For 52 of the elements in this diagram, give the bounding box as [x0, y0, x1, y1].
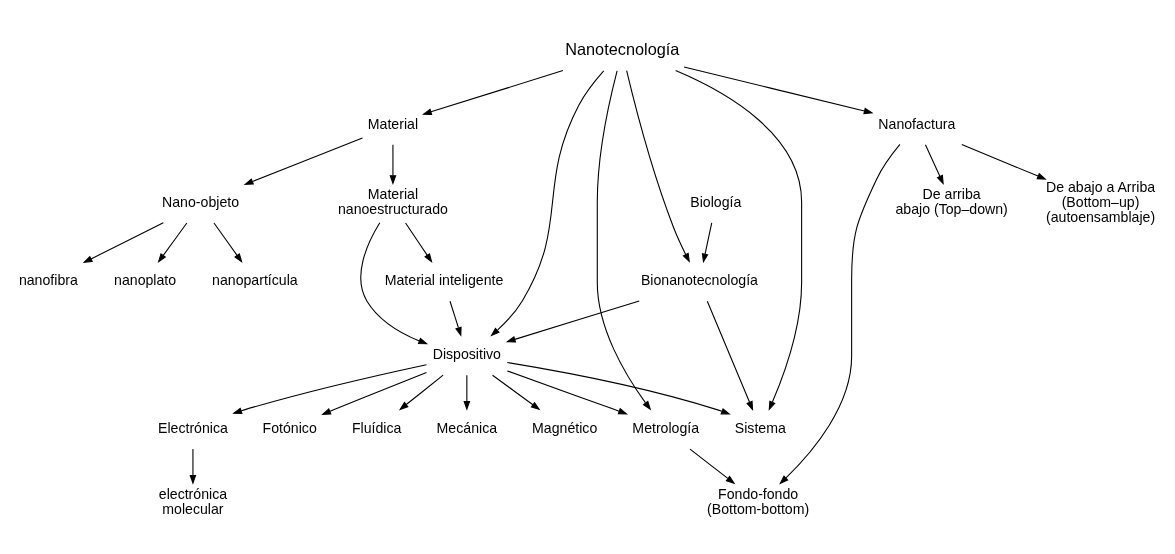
- node-text: Fluídica: [351, 419, 402, 436]
- node-text: Biología: [690, 193, 742, 210]
- arrow: [506, 361, 731, 415]
- node-text: nanopartícula: [212, 272, 298, 289]
- node-text: nanofibra: [18, 272, 78, 289]
- arrow: [398, 374, 444, 411]
- node-text: De abajo a Arriba (Bottom–up) (autoensamblaje): [1045, 178, 1156, 225]
- node-text: Material: [367, 115, 419, 132]
- arrow: [157, 222, 188, 263]
- arrow: [243, 137, 363, 185]
- node-text: Bionanotecnología: [640, 272, 758, 289]
- arrow: [449, 300, 462, 337]
- arrow: [492, 374, 541, 411]
- node-text: Nanotecnología: [565, 39, 680, 58]
- arrow: [701, 222, 713, 264]
- arrow: [505, 300, 640, 343]
- arrow: [189, 448, 197, 485]
- arrow: [321, 371, 427, 415]
- node-text: De arriba abajo (Top–down): [895, 186, 1008, 218]
- node-text: Mecánica: [436, 419, 498, 436]
- node-text: Sistema: [734, 419, 786, 436]
- arrow: [405, 222, 433, 264]
- node-text: nanoplato: [114, 272, 177, 289]
- arrow: [924, 144, 944, 185]
- arrow: [506, 370, 628, 415]
- arrow: [596, 70, 652, 411]
- arrow: [675, 70, 803, 411]
- node-text: Electrónica: [158, 419, 228, 436]
- arrow: [683, 66, 874, 115]
- arrow: [706, 300, 754, 411]
- arrow: [961, 143, 1047, 180]
- arrow: [779, 143, 901, 485]
- node-text: electrónica molecular: [158, 486, 228, 518]
- arrow: [490, 70, 605, 337]
- node-text: Material inteligente: [384, 272, 504, 289]
- node-text: Fotónico: [262, 419, 317, 436]
- node-text: Fondo-fondo (Bottom-bottom): [707, 486, 810, 518]
- node-text: Nano-objeto: [162, 193, 240, 210]
- node-text: Material nanoestructurado: [337, 186, 448, 218]
- node-text: Nanofactura: [878, 115, 956, 132]
- arrow: [82, 222, 164, 264]
- node-text: Magnético: [532, 419, 598, 436]
- node-text: Metrología: [632, 419, 700, 436]
- arrow: [422, 70, 564, 115]
- arrow: [389, 144, 397, 186]
- arrow: [232, 364, 427, 414]
- arrow: [360, 222, 429, 345]
- arrow: [689, 448, 736, 485]
- arrow: [626, 70, 690, 263]
- arrow: [463, 374, 471, 411]
- node-text: Dispositivo: [432, 345, 501, 362]
- arrow: [213, 222, 243, 263]
